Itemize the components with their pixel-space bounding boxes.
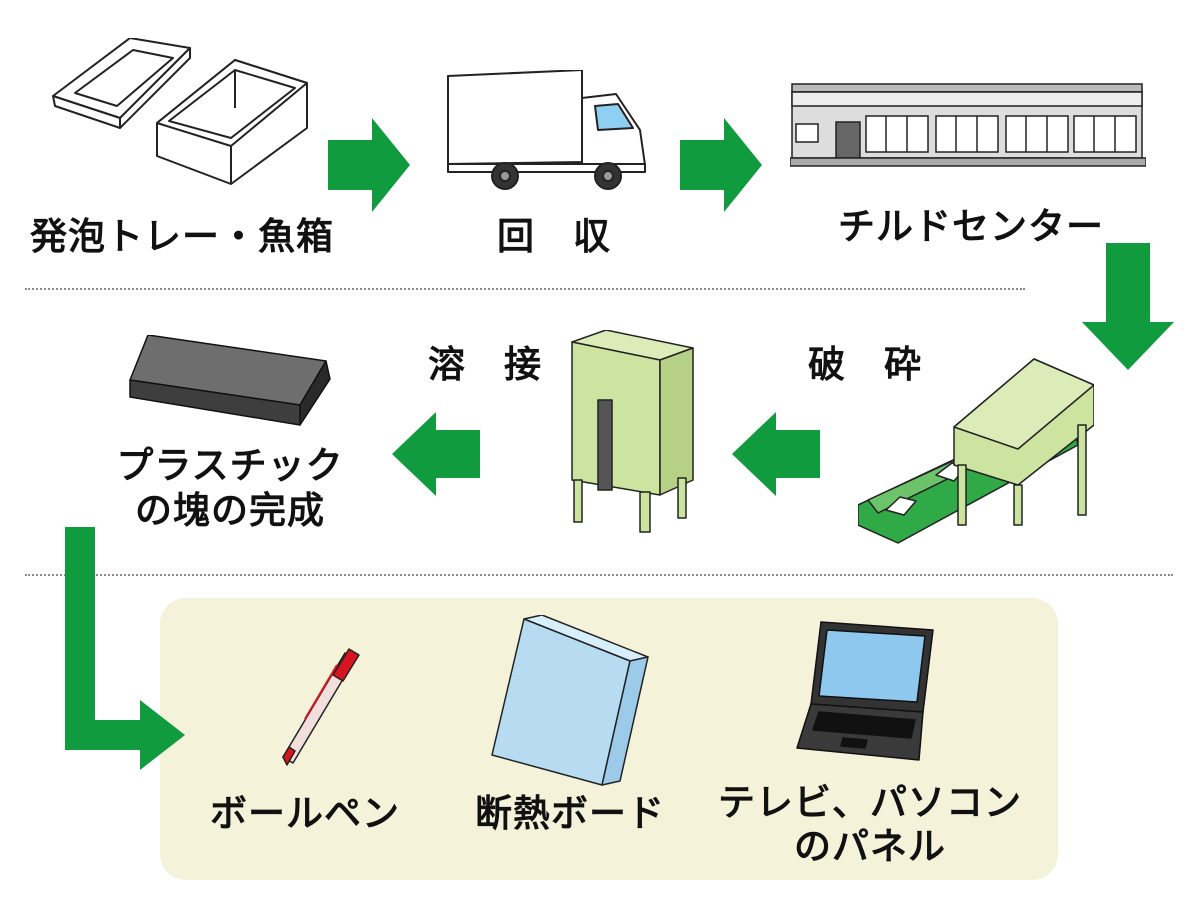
product-label-board: 断熱ボード <box>475 792 665 835</box>
pen-icon <box>282 648 360 766</box>
step-label-trays: 発泡トレー・魚箱 <box>30 215 334 258</box>
step-label-melting: 溶 接 <box>428 343 542 386</box>
board-icon <box>491 615 649 786</box>
arrow-left-icon <box>732 412 820 496</box>
plastic-block-icon <box>129 335 331 426</box>
product-label-pen: ボールペン <box>210 792 400 835</box>
arrow-elbow-icon <box>65 527 185 770</box>
step-label-chilled-center: チルドセンター <box>838 205 1104 248</box>
arrow-right-icon <box>328 118 410 212</box>
product-label-tv-line2: のパネル <box>794 825 946 868</box>
arrow-down-icon <box>1082 243 1174 370</box>
arrow-left-icon <box>392 412 480 496</box>
step-label-block-line2: の塊の完成 <box>135 489 325 532</box>
product-label-tv-line1: テレビ、パソコン <box>718 781 1022 824</box>
warehouse-icon <box>790 83 1146 167</box>
laptop-icon <box>796 621 934 761</box>
step-label-collection: 回 収 <box>497 215 611 258</box>
tray-icon <box>52 38 308 185</box>
step-label-crushing: 破 砕 <box>808 343 922 386</box>
arrow-right-icon <box>680 118 762 212</box>
separator-line <box>25 574 1173 576</box>
melter-icon <box>571 330 694 533</box>
crusher-icon <box>858 358 1094 544</box>
step-label-block-line1: プラスチック <box>116 444 344 487</box>
separator-line <box>25 288 1025 290</box>
truck-icon <box>447 70 646 190</box>
